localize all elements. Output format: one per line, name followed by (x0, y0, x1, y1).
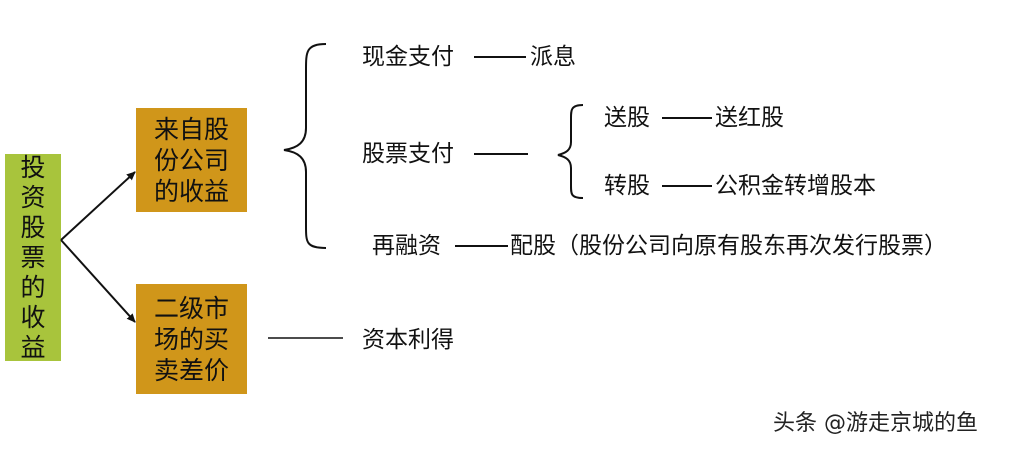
branch-label-company: 来自股份公司的收益 (153, 114, 229, 206)
cash-payment-label: 现金支付 (362, 44, 454, 70)
root-box: 投资股票的收益 (5, 152, 61, 362)
transfer-share-result: 公积金转增股本 (715, 173, 876, 199)
bonus-share-result: 送红股 (715, 105, 784, 131)
arrow-to-company (60, 171, 136, 241)
bonus-share-label: 送股 (604, 105, 650, 131)
brace-stock (557, 104, 584, 199)
dividend-label: 派息 (530, 44, 576, 70)
root-label: 投资股票的收益 (20, 152, 46, 362)
stock-payment-label: 股票支付 (362, 141, 454, 167)
capital-gain-label: 资本利得 (362, 327, 454, 353)
branch-box-company: 来自股份公司的收益 (136, 108, 247, 212)
brace-company (283, 43, 327, 249)
arrow-to-market (60, 239, 136, 323)
branch-box-market: 二级市场的买卖差价 (136, 284, 247, 394)
rights-issue-result: 配股（股份公司向原有股东再次发行股票） (510, 233, 947, 259)
refinance-label: 再融资 (372, 233, 441, 259)
watermark: 头条 @游走京城的鱼 (773, 411, 978, 436)
transfer-share-label: 转股 (604, 173, 650, 199)
branch-label-market: 二级市场的买卖差价 (153, 293, 229, 385)
